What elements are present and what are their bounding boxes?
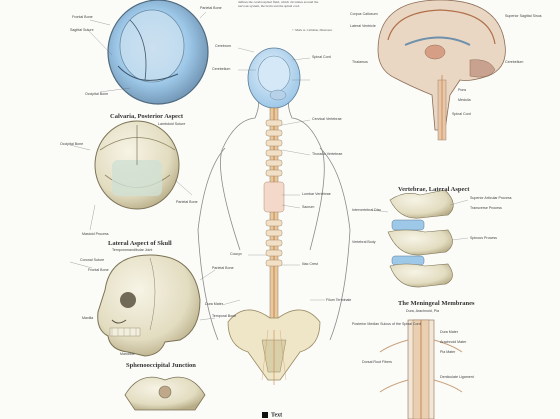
human-torso-outline — [197, 94, 351, 341]
meningeal-membranes — [379, 319, 463, 419]
label-lateral-ventricle: Lateral Ventricle — [350, 24, 376, 28]
label-cervical: Cervical Vertebrae — [312, 117, 342, 121]
label-mastoid: Mastoid Process — [82, 232, 109, 236]
label-sagittal-sinus: Superior Sagittal Sinus — [505, 14, 542, 18]
label-spinal-cord: Spinal Cord — [312, 55, 331, 59]
label-calv-parietal: Parietal Bone — [176, 200, 198, 204]
label-cerebellum: Cerebellum — [212, 67, 231, 71]
label-sacrum: Sacrum — [302, 205, 315, 209]
label-m-arachnoid: Arachnoid Mater — [440, 340, 467, 344]
label-bs-spinal-cord: Spinal Cord — [452, 112, 471, 116]
meningeal-title: The Meningeal Membranes — [398, 300, 475, 307]
brain-sagittal-section — [377, 0, 506, 141]
label-body: Vertebral Body — [352, 240, 376, 244]
label-m-pia: Pia Mater — [440, 350, 456, 354]
label-pons: Pons — [458, 88, 467, 92]
calvaria-title: Calvaria, Posterior Aspect — [110, 113, 183, 120]
label-ls-parietal: Parietal Bone — [212, 266, 234, 270]
label-transverse: Transverse Process — [470, 206, 502, 210]
vertebrae-title: Vertebrae, Lateral Aspect — [398, 186, 470, 193]
spinal-column — [227, 107, 321, 385]
label-dura: Dura Mater — [205, 302, 223, 306]
label-m-dura: Dura Mater — [440, 330, 458, 334]
head-brain — [247, 47, 301, 109]
label-filum: Filum Terminale — [326, 298, 352, 302]
label-coccyx: Coccyx — [230, 252, 242, 256]
label-parietal: Parietal Bone — [200, 6, 222, 10]
label-sagittal: Sagittal Suture — [70, 28, 94, 32]
label-thoracic: Thoracic Vertebrae — [312, 152, 343, 156]
label-coronal: Coronal Suture — [80, 258, 105, 262]
label-mandible: Mandible — [120, 352, 135, 356]
spheno-title: Sphenooccipital Junction — [126, 362, 196, 369]
vertebrae-lateral — [371, 189, 469, 288]
label-corpus-callosum: Corpus Callosum — [350, 12, 378, 16]
center-leader-lines — [221, 47, 325, 306]
lateral-skull-title: Lateral Aspect of Skull — [108, 240, 172, 247]
label-cerebrum: Cerebrum — [215, 44, 231, 48]
bottom-tab: Text — [262, 412, 282, 418]
label-ls-frontal: Frontal Bone — [88, 268, 109, 272]
label-maxilla: Maxilla — [82, 316, 94, 320]
label-posterior-sulcus: Posterior Median Sulcus of the Spinal Co… — [352, 322, 421, 326]
label-sup-articular: Superior Articular Process — [470, 196, 512, 200]
label-ls-temporal: Temporal Bone — [212, 314, 237, 318]
label-occipital: Occipital Bone — [85, 92, 109, 96]
label-thalamus: Thalamus — [352, 60, 368, 64]
label-denticulate: Denticulate Ligament — [440, 375, 474, 379]
label-spinous: Spinous Process — [470, 236, 497, 240]
label-lambdoid: Lambdoid Suture — [158, 122, 186, 126]
credit: © Mark A. Callahan, Illustrator — [292, 28, 333, 32]
meningeal-subtitle: Dura, Arachnoid, Pia — [406, 309, 439, 313]
label-iliac: Iliac Crest — [302, 262, 318, 266]
label-medulla: Medulla — [458, 98, 471, 102]
calvaria-posterior — [69, 120, 193, 231]
bottom-tab-label: Text — [271, 412, 283, 419]
intro-text: defines the cerebrospinal fluid, which c… — [238, 0, 319, 9]
label-dorsal-root: Dorsal Root Fibers — [362, 360, 392, 364]
label-calv-occipital: Occipital Bone — [60, 142, 84, 146]
label-bs-cerebellum: Cerebellum — [505, 60, 524, 64]
spheno-occipital — [124, 376, 206, 411]
label-disc: Intervertebral Disc — [352, 208, 382, 212]
label-frontal: Frontal Bone — [72, 15, 93, 19]
tab-marker-icon — [262, 412, 268, 418]
lateral-skull-subtitle: Temporomandibular Joint — [112, 248, 153, 252]
label-lumbar: Lumbar Vertebrae — [302, 192, 331, 196]
skull-top-view — [87, 0, 209, 105]
lateral-skull — [69, 254, 216, 357]
